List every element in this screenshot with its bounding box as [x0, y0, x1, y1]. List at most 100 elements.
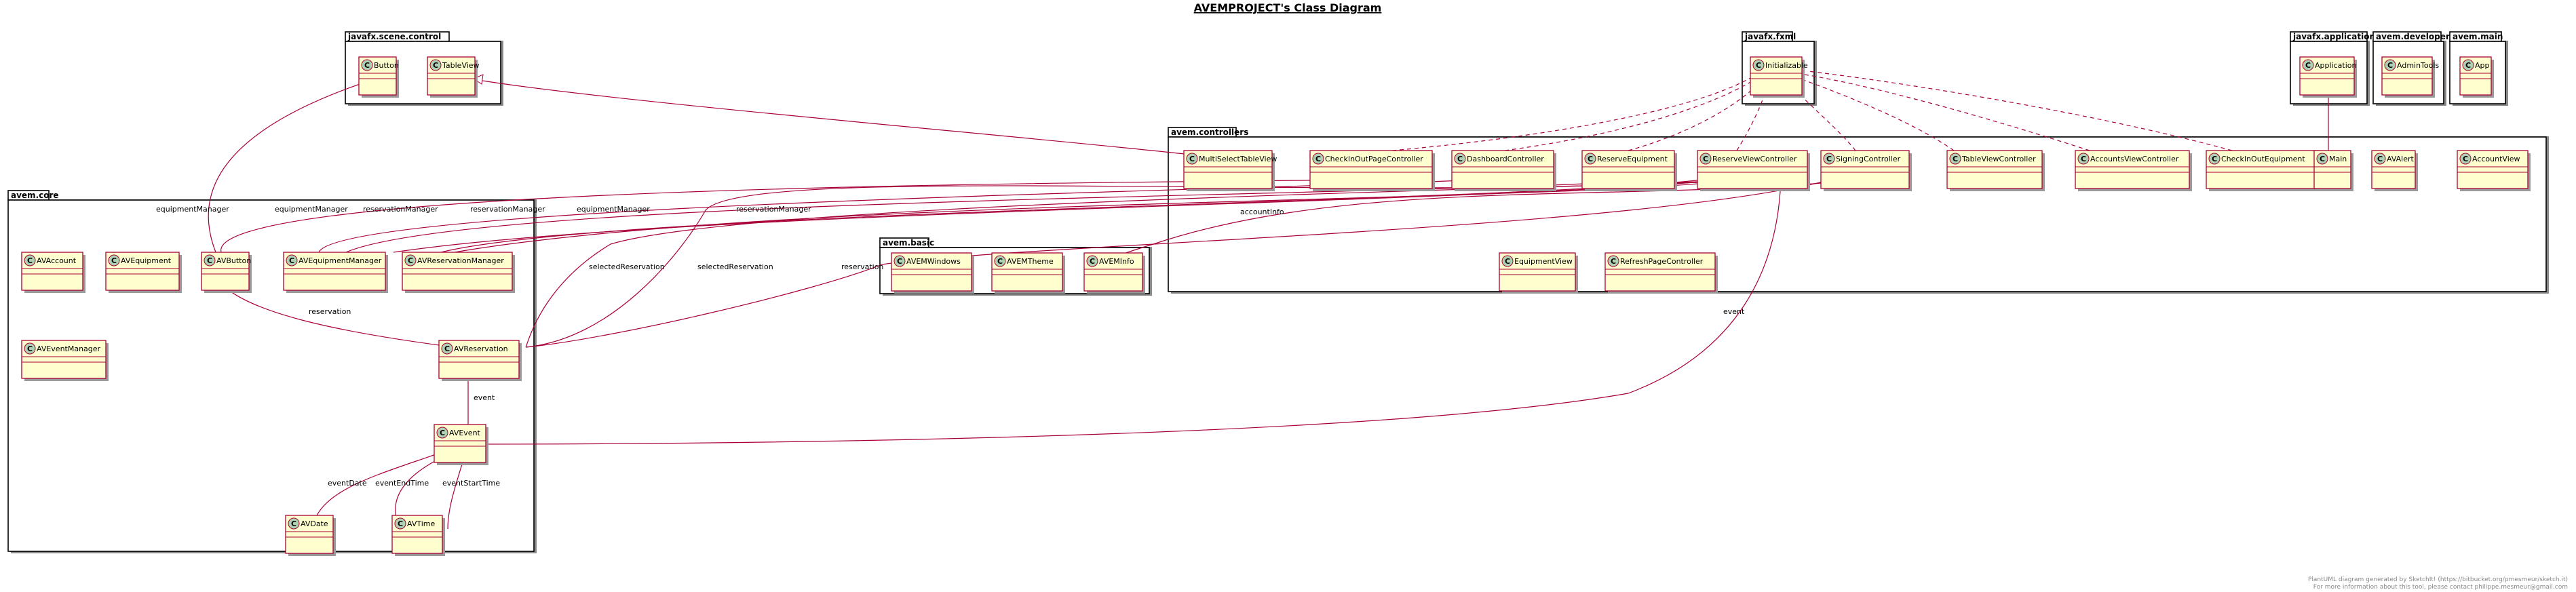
- class-name: MultiSelectTableView: [1199, 155, 1277, 163]
- relation-label: eventStartTime: [442, 479, 500, 488]
- svg-text:C: C: [2212, 155, 2217, 163]
- svg-text:C: C: [1315, 155, 1321, 163]
- class-avtime[interactable]: C AVTime: [391, 515, 445, 556]
- class-name: Button: [374, 61, 399, 70]
- association-event-1: [478, 179, 1782, 445]
- class-avemtheme[interactable]: C AVEMTheme: [991, 252, 1065, 294]
- class-name: AVTime: [407, 519, 435, 528]
- realization-reserveequipment-initializable: [1628, 77, 1765, 151]
- class-avreservation[interactable]: C AVReservation: [438, 340, 522, 381]
- class-avbutton[interactable]: C AVButton: [201, 252, 252, 293]
- class-refreshpagecontroller[interactable]: C RefreshPageController: [1604, 252, 1718, 294]
- class-name: AVReservation: [454, 344, 508, 353]
- class-name: ReserveViewController: [1712, 155, 1797, 163]
- class-name: AVDate: [301, 519, 328, 528]
- svg-text:C: C: [2081, 155, 2086, 163]
- relation-label: reservationManager: [736, 205, 811, 214]
- svg-text:C: C: [1756, 61, 1761, 70]
- package-label: avem.developer: [2376, 32, 2450, 41]
- class-admintools[interactable]: C AdminTools: [2381, 56, 2439, 98]
- svg-text:C: C: [1090, 257, 1095, 266]
- class-main[interactable]: C Main: [2313, 150, 2353, 191]
- svg-text:C: C: [398, 519, 403, 528]
- relation-label: eventDate: [328, 479, 367, 488]
- realization-reserveviewcontroller-initializable: [1736, 77, 1770, 151]
- class-name: AVEvent: [449, 429, 481, 437]
- class-avdate[interactable]: C AVDate: [285, 515, 336, 556]
- class-signingcontroller[interactable]: C SigningController: [1820, 150, 1912, 191]
- class-name: AccountView: [2472, 155, 2520, 163]
- svg-text:C: C: [2305, 61, 2311, 70]
- relation-label: reservation: [309, 307, 351, 316]
- association-reservation-1: [525, 179, 1832, 348]
- svg-text:C: C: [1703, 155, 1708, 163]
- class-aveminfo[interactable]: C AVEMInfo: [1083, 252, 1145, 294]
- association-equipmentManager-3: [393, 179, 1724, 253]
- svg-text:C: C: [364, 61, 370, 70]
- svg-text:C: C: [1189, 155, 1195, 163]
- package-label: javafx.application: [2292, 32, 2375, 41]
- relation-label: equipmentManager: [156, 205, 229, 214]
- class-avequipmentmanager[interactable]: C AVEquipmentManager: [283, 252, 388, 293]
- class-name: Application: [2315, 61, 2356, 70]
- svg-text:C: C: [408, 256, 413, 265]
- class-aveventmanager[interactable]: C AVEventManager: [21, 340, 109, 381]
- class-name: DashboardController: [1467, 155, 1544, 163]
- class-application[interactable]: C Application: [2299, 56, 2357, 98]
- class-initializable[interactable]: C Initializable: [1750, 56, 1808, 98]
- footer-line-2: For more information about this tool, pl…: [2313, 584, 2568, 591]
- class-tableviewcontroller[interactable]: C TableViewController: [1946, 150, 2045, 191]
- class-accountsviewcontroller[interactable]: C AccountsViewController: [2075, 150, 2192, 191]
- class-name: AVEquipmentManager: [299, 256, 382, 265]
- svg-text:C: C: [2320, 155, 2325, 163]
- extends-multiselecttableview-tableview: [478, 79, 1191, 155]
- class-reserveequipment[interactable]: C ReserveEquipment: [1581, 150, 1677, 191]
- svg-text:C: C: [433, 61, 438, 70]
- class-avequipment[interactable]: C AVEquipment: [105, 252, 182, 293]
- svg-text:C: C: [1505, 257, 1510, 266]
- relation-labels: equipmentManager equipmentManager reserv…: [156, 205, 1745, 488]
- class-equipmentview[interactable]: C EquipmentView: [1499, 252, 1578, 294]
- svg-text:C: C: [2377, 155, 2383, 163]
- class-name: RefreshPageController: [1620, 257, 1704, 266]
- svg-text:C: C: [1588, 155, 1593, 163]
- class-name: AVEquipment: [121, 256, 172, 265]
- class-checkinoutequipment[interactable]: C CheckInOutEquipment: [2206, 150, 2322, 191]
- class-multiselecttableview[interactable]: C MultiSelectTableView: [1183, 150, 1277, 191]
- relation-label: equipmentManager: [577, 205, 650, 214]
- association-reservationManager-2: [440, 179, 1704, 253]
- realization-accountsviewcontroller-initializable: [1804, 74, 2090, 151]
- class-avemwindows[interactable]: C AVEMWindows: [891, 252, 974, 294]
- class-avalert[interactable]: C AVAlert: [2371, 150, 2418, 191]
- realization-dashboardcontroller-initializable: [1504, 77, 1758, 151]
- class-avevent[interactable]: C AVEvent: [434, 424, 488, 465]
- class-name: SigningController: [1836, 155, 1901, 163]
- class-checkinoutpagecontroller[interactable]: C CheckInOutPageController: [1309, 150, 1435, 191]
- relation-label: reservationManager: [363, 205, 438, 214]
- class-name: App: [2475, 61, 2490, 70]
- class-reserveviewcontroller[interactable]: C ReserveViewController: [1697, 150, 1810, 191]
- package-label: avem.controllers: [1171, 127, 1248, 137]
- class-avaccount[interactable]: C AVAccount: [21, 252, 85, 293]
- realization-tableviewcontroller-initializable: [1797, 77, 1955, 151]
- relation-label: event: [474, 393, 495, 402]
- class-name: CheckInOutPageController: [1325, 155, 1423, 163]
- class-name: AVAlert: [2387, 155, 2415, 163]
- class-name: Initializable: [1765, 61, 1808, 70]
- svg-text:C: C: [2387, 61, 2393, 70]
- relation-label: selectedReservation: [589, 262, 665, 271]
- class-tableview[interactable]: C TableView: [427, 56, 480, 98]
- realization-checkinoutpagecontroller-initializable: [1391, 77, 1751, 151]
- extends-avbutton-button: [208, 79, 372, 253]
- class-accountview[interactable]: C AccountView: [2457, 150, 2531, 191]
- class-name: AVButton: [216, 256, 251, 265]
- class-app[interactable]: C App: [2459, 56, 2494, 98]
- class-avreservationmanager[interactable]: C AVReservationManager: [402, 252, 515, 293]
- class-button[interactable]: C Button: [358, 56, 399, 98]
- relation-label: accountInfo: [1240, 208, 1284, 216]
- class-name: ReserveEquipment: [1597, 155, 1668, 163]
- class-dashboardcontroller[interactable]: C DashboardController: [1451, 150, 1556, 191]
- class-name: Main: [2329, 155, 2347, 163]
- svg-text:C: C: [291, 519, 296, 528]
